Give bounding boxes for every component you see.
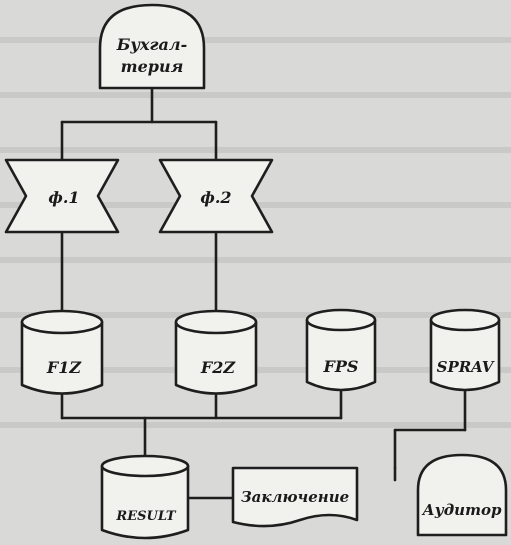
node-conclusion: Заключение (231, 466, 359, 528)
conclusion-label: Заключение (241, 488, 349, 506)
database-cylinder-top (305, 308, 377, 332)
connectors (60, 86, 467, 500)
display-shape (416, 453, 508, 537)
node-auditor: Аудитор (416, 453, 508, 537)
node-result: RESULT (100, 454, 190, 540)
node-form1: ф.1 (4, 158, 120, 234)
database-cylinder-top (20, 309, 104, 335)
display-shape (98, 3, 206, 90)
f2z-label: F2Z (200, 358, 236, 377)
node-f1z: F1Z (20, 309, 104, 395)
database-cylinder (305, 318, 377, 392)
database-cylinder (100, 464, 190, 540)
database-cylinder-top (174, 309, 258, 335)
document-shape (231, 466, 359, 528)
sprav-label: SPRAV (437, 358, 495, 376)
auditor-label: Аудитор (422, 501, 502, 519)
accounting-label-line1: Бухгал- (116, 35, 188, 54)
result-label: RESULT (115, 509, 177, 524)
f1z-label: F1Z (46, 358, 82, 377)
node-f2z: F2Z (174, 309, 258, 395)
node-form2: ф.2 (158, 158, 274, 234)
database-cylinder (429, 318, 501, 392)
node-accounting: Бухгал- терия (98, 3, 206, 90)
database-cylinder-top (429, 308, 501, 332)
database-cylinder-top (100, 454, 190, 478)
accounting-label-line2: терия (121, 57, 184, 76)
node-fps: FPS (305, 308, 377, 392)
database-cylinder (174, 320, 258, 395)
form-shape (4, 158, 120, 234)
form2-label: ф.2 (200, 188, 231, 207)
form1-label: ф.1 (48, 188, 79, 207)
fps-label: FPS (323, 357, 359, 376)
database-cylinder (20, 320, 104, 395)
node-sprav: SPRAV (429, 308, 501, 392)
form-shape (158, 158, 274, 234)
